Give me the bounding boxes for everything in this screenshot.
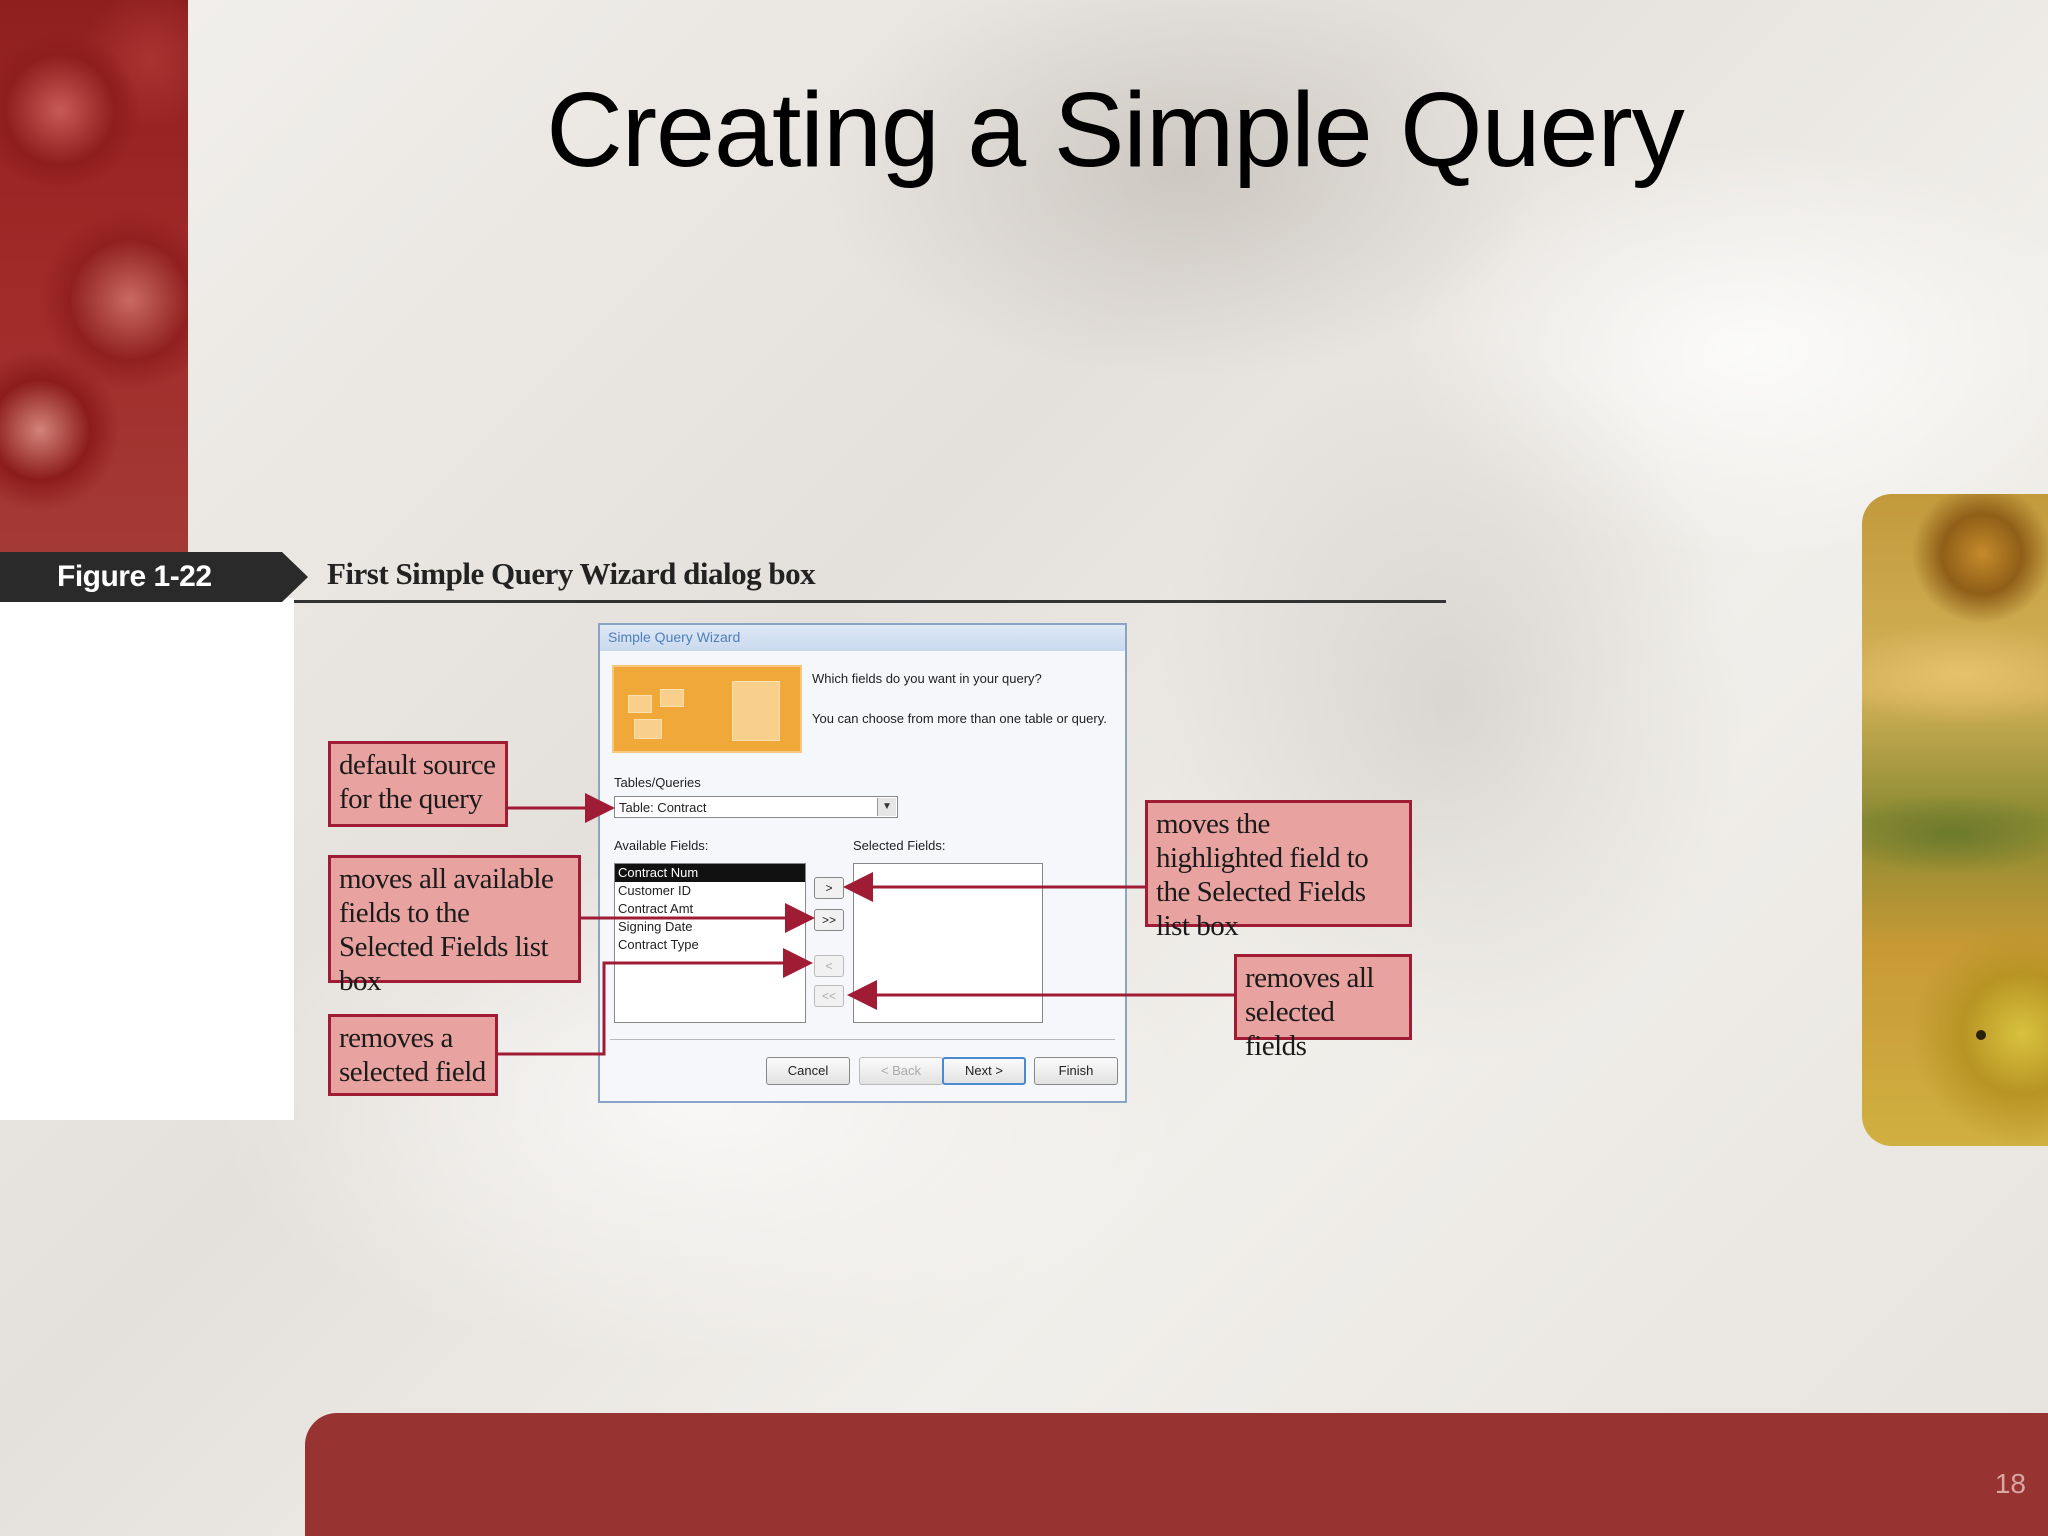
- callout-moves-all: moves all available fields to the Select…: [328, 855, 581, 997]
- available-fields-list[interactable]: Contract Num Customer ID Contract Amt Si…: [614, 863, 806, 1023]
- figure-rule: [294, 600, 1446, 603]
- wizard-illustration: [612, 665, 802, 753]
- slide-title: Creating a Simple Query: [546, 71, 1685, 189]
- dialog-hint: You can choose from more than one table …: [812, 711, 1107, 726]
- simple-query-wizard-dialog: Simple Query Wizard Which fields do you …: [598, 623, 1127, 1103]
- available-fields-label: Available Fields:: [614, 838, 709, 853]
- next-button[interactable]: Next >: [942, 1057, 1026, 1085]
- decorative-flower-left: [0, 0, 188, 556]
- callout-default-source: default source for the query: [328, 741, 508, 827]
- slide-number: 18: [1994, 1468, 2026, 1499]
- tables-queries-select[interactable]: Table: Contract ▼: [614, 796, 898, 818]
- figure-side-panel: [0, 598, 294, 1120]
- add-all-fields-button[interactable]: >>: [814, 909, 844, 931]
- figure-label: Figure 1-22: [57, 560, 212, 593]
- dialog-titlebar: Simple Query Wizard: [600, 625, 1125, 651]
- list-item[interactable]: Customer ID: [618, 883, 691, 898]
- dialog-separator: [610, 1039, 1115, 1040]
- cancel-button[interactable]: Cancel: [766, 1057, 850, 1085]
- remove-field-button[interactable]: <: [814, 955, 844, 977]
- list-item[interactable]: Contract Amt: [618, 901, 694, 916]
- callout-removes-one: removes a selected field: [328, 1014, 498, 1096]
- back-button[interactable]: < Back: [859, 1057, 943, 1085]
- footer-band: [305, 1413, 2048, 1536]
- selected-fields-list[interactable]: [853, 863, 1043, 1023]
- decorative-flower-right: [1862, 494, 2048, 1146]
- finish-button[interactable]: Finish: [1034, 1057, 1118, 1085]
- list-item[interactable]: Signing Date: [618, 919, 693, 934]
- figure-label-tag: Figure 1-22: [0, 552, 308, 602]
- tables-queries-label: Tables/Queries: [614, 775, 701, 790]
- list-item[interactable]: Contract Num: [615, 864, 805, 882]
- tables-queries-value: Table: Contract: [619, 800, 707, 815]
- dialog-prompt: Which fields do you want in your query?: [812, 671, 1042, 686]
- list-item[interactable]: Contract Type: [618, 937, 699, 952]
- callout-moves-highlighted: moves the highlighted field to the Selec…: [1145, 800, 1412, 942]
- figure-caption: First Simple Query Wizard dialog box: [327, 556, 816, 591]
- callout-removes-all: removes all selected fields: [1234, 954, 1412, 1062]
- chevron-down-icon[interactable]: ▼: [877, 798, 896, 816]
- selected-fields-label: Selected Fields:: [853, 838, 946, 853]
- remove-all-fields-button[interactable]: <<: [814, 985, 844, 1007]
- add-field-button[interactable]: >: [814, 877, 844, 899]
